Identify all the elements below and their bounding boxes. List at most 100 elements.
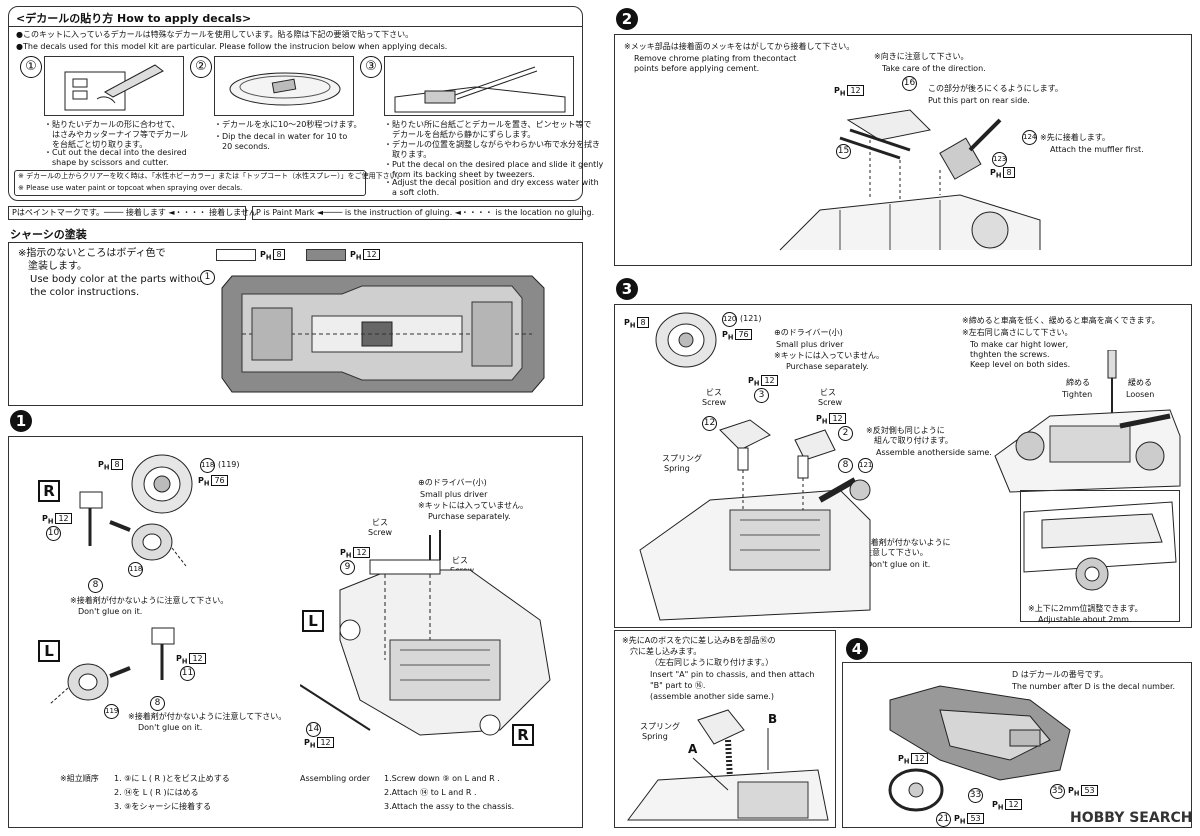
step-4-decal-jp: D はデカールの番号です。 bbox=[1012, 670, 1108, 679]
step-1-noglue-en-b: Don't glue on it. bbox=[138, 723, 203, 732]
inset-label-A: A bbox=[688, 742, 698, 756]
step-2-rear-en: Put this part on rear side. bbox=[928, 96, 1030, 105]
step-3-tighten-jp: 締める bbox=[1066, 378, 1090, 387]
step-3-driver-jp: ⊕のドライバー(小) bbox=[774, 328, 843, 337]
step-4-part-21: 21 bbox=[936, 812, 951, 827]
step-3-tighten-en: Tighten bbox=[1062, 390, 1093, 399]
chassis-note-jp: ※指示のないところはボディ色で 塗装します。 bbox=[18, 248, 166, 272]
step-2-muffler-en: Attach the muffler first. bbox=[1050, 145, 1144, 154]
decal-note-jp: ※ デカールの上からクリアーを吹く時は、「水性ホビーカラー」または「トップコート… bbox=[18, 172, 404, 180]
step-3-part-2: 2 bbox=[838, 426, 853, 441]
step-1-driver-en: Small plus driver bbox=[420, 490, 488, 499]
step-1-L-right: L bbox=[302, 610, 324, 632]
inset-panel bbox=[614, 630, 836, 828]
step-1-badge: 1 bbox=[10, 410, 32, 432]
inset-label-B: B bbox=[768, 712, 778, 726]
step-3-screw-en: Screw bbox=[702, 398, 727, 407]
tweezers-illustration bbox=[394, 66, 566, 113]
step-3-part-121: 121 bbox=[858, 458, 873, 473]
screwdriver-icon bbox=[1107, 350, 1117, 426]
step-1-noglue-en: Don't glue on it. bbox=[78, 607, 143, 616]
order-jp-1: 1. ⑨に L ( R )とをビス止めする bbox=[114, 774, 230, 783]
step-2-dir-en: Take care of the direction. bbox=[882, 64, 986, 73]
step-3-wheel-illustration bbox=[655, 312, 717, 368]
decal-step-2-image bbox=[214, 56, 354, 116]
step-1-part-119: (119) bbox=[218, 460, 240, 469]
inset-en-3: (assemble another side same.) bbox=[650, 692, 775, 701]
decal-step-3-badge: ③ bbox=[360, 56, 382, 78]
step-1-part-11: 11 bbox=[180, 666, 195, 681]
step-2-muffler-jp: ※先に接着します。 bbox=[1040, 133, 1110, 142]
swatch-white bbox=[216, 249, 256, 261]
step-3-spring-jp: スプリング bbox=[662, 454, 702, 463]
decal-step-1-badge: ① bbox=[20, 56, 42, 78]
step-4-badge: 4 bbox=[846, 638, 868, 660]
step-3-part-121: (121) bbox=[740, 314, 762, 323]
step-3-height-jp: ※締めると車高を低く、緩めると車高を高くできます。 bbox=[962, 316, 1160, 325]
cutting-illustration bbox=[64, 64, 164, 111]
step-3-car-side-box bbox=[1020, 490, 1180, 622]
step-3-level-jp: ※左右同じ高さにして下さい。 bbox=[962, 328, 1073, 337]
step-3-adjust-chassis-illustration bbox=[994, 409, 1181, 493]
decal-title-underline bbox=[8, 26, 583, 27]
step-3-front-suspension-illustration bbox=[639, 419, 871, 621]
step-1-purchase-en: Purchase separately. bbox=[428, 512, 511, 521]
decal-note-box bbox=[14, 170, 366, 196]
inset-jp-3: （左右同じように取り付けます。） bbox=[650, 658, 774, 667]
decal-step-2-en: ・Dip the decal in water for 10 to 20 sec… bbox=[214, 132, 348, 151]
decal-line-en: ●The decals used for this model kit are … bbox=[16, 42, 448, 51]
order-jp-3: 3. ⑨をシャーシに接着する bbox=[114, 802, 212, 811]
step-2-chrome-jp: ※メッキ部品は接着面のメッキをはがしてから接着して下さい。 bbox=[624, 42, 855, 51]
order-en-3: 3.Attach the assy to the chassis. bbox=[384, 802, 515, 811]
decal-step-2-badge: ② bbox=[190, 56, 212, 78]
chassis-panel bbox=[8, 242, 583, 406]
step-3-adjust-jp: ※上下に2mm位調整できます。 bbox=[1028, 604, 1143, 613]
step-1-L-lower: L bbox=[38, 640, 60, 662]
step-1-noglue-jp-b: ※接着剤が付かないように注意して下さい。 bbox=[128, 712, 287, 721]
step-3-noglue-en: Don't glue on it. bbox=[866, 560, 931, 569]
step-3-screw2-jp: ビス bbox=[820, 388, 836, 397]
step-2-panel bbox=[614, 34, 1192, 266]
step-4-dashboard-illustration bbox=[889, 685, 1071, 781]
step-3-part-12: 12 bbox=[702, 416, 717, 431]
chassis-part-number: 1 bbox=[200, 270, 215, 285]
order-en-1: 1.Screw down ⑨ on L and R . bbox=[384, 774, 500, 783]
step-1-part-9: 9 bbox=[340, 560, 355, 575]
decal-step-3-b: ・デカールの位置を調整しながらやわらかい布で水分を拭き 取ります。 bbox=[384, 140, 600, 159]
step-1-noglue-jp: ※接着剤が付かないように注意して下さい。 bbox=[70, 596, 229, 605]
step-2-part-123: 123 bbox=[992, 152, 1007, 167]
decal-step-1-jp: ・貼りたいデカールの形に合わせて、 はさみやカッターナイフ等でデカール を台紙ご… bbox=[44, 120, 188, 149]
step-4-decal-en: The number after D is the decal number. bbox=[1012, 682, 1176, 691]
step-1-part-119-b: 119 bbox=[104, 704, 119, 719]
step-1-part-14: 14 bbox=[306, 722, 321, 737]
step-3-driver-en: Small plus driver bbox=[776, 340, 844, 349]
legend-jp-box bbox=[8, 206, 246, 220]
step-1-screw2-jp: ビス bbox=[452, 556, 468, 565]
order-en-label: Assembling order bbox=[300, 774, 371, 783]
step-3-part-3: 3 bbox=[754, 388, 769, 403]
step-1-wheel-illustration bbox=[131, 454, 193, 514]
step-2-part-15: 15 bbox=[836, 144, 851, 159]
inset-spring-illustration bbox=[627, 709, 829, 821]
step-1-part-10: 10 bbox=[46, 526, 61, 541]
step-2-rear-jp: この部分が後ろにくるようにします。 bbox=[928, 84, 1063, 93]
order-jp-2: 2. ⑭を L ( R )にはめる bbox=[114, 788, 199, 797]
step-3-badge: 3 bbox=[616, 278, 638, 300]
step-1-R-hub-illustration bbox=[79, 491, 187, 567]
inset-jp-1: ※先にAのボスを穴に差し込みBを部品⑯の bbox=[622, 636, 776, 645]
step-3-screw-jp: ビス bbox=[706, 388, 722, 397]
step-1-part-8-b: 8 bbox=[150, 696, 165, 711]
decal-title: <デカールの貼り方 How to apply decals> bbox=[16, 12, 252, 25]
step-3-screw2-en: Screw bbox=[818, 398, 843, 407]
step-1-rear-chassis-illustration bbox=[300, 530, 551, 736]
legend-en: P is Paint Mark ◄──── is the instruction… bbox=[256, 208, 595, 217]
